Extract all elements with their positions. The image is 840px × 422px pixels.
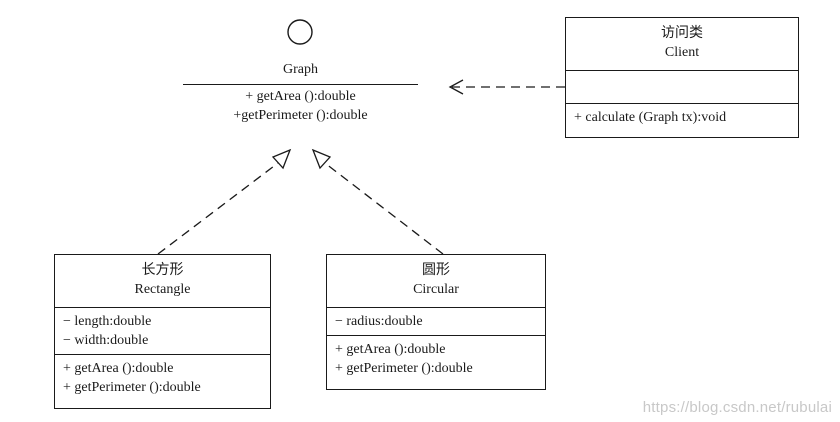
- dependency-arrowhead-icon: [448, 79, 464, 95]
- rectangle-class: 长方形 Rectangle − length:double − width:do…: [54, 254, 271, 409]
- interface-lollipop-icon: [287, 19, 313, 45]
- rectangle-operations: + getArea ():double + getPerimeter ():do…: [55, 354, 270, 401]
- circular-operation: + getPerimeter ():double: [335, 361, 473, 376]
- rectangle-attribute: − width:double: [63, 333, 149, 348]
- client-operation: + calculate (Graph tx):void: [574, 110, 727, 125]
- rectangle-title-cn: 长方形: [141, 263, 184, 278]
- client-class-title: 访问类 Client: [566, 18, 798, 71]
- graph-interface-name: Graph: [183, 60, 418, 85]
- realization-circular-graph: [320, 159, 444, 255]
- client-class: 访问类 Client + calculate (Graph tx):void: [565, 17, 799, 138]
- circular-operation: + getArea ():double: [335, 342, 446, 357]
- client-title-cn: 访问类: [661, 26, 703, 41]
- graph-operation: +getPerimeter ():double: [233, 108, 368, 123]
- rectangle-attributes: − length:double − width:double: [55, 308, 270, 354]
- circular-class-title: 圆形 Circular: [327, 255, 545, 308]
- rectangle-title-en: Rectangle: [134, 282, 191, 297]
- realization-rectangle-graph: [157, 159, 283, 255]
- graph-interface: Graph + getArea ():double +getPerimeter …: [183, 60, 418, 125]
- circular-title-cn: 圆形: [422, 263, 450, 278]
- circular-attribute: − radius:double: [335, 314, 423, 329]
- client-attributes: [566, 71, 798, 103]
- realization-arrowhead-rectangle-icon: [271, 148, 292, 170]
- rectangle-attribute: − length:double: [63, 314, 152, 329]
- rectangle-operation: + getPerimeter ():double: [63, 380, 201, 395]
- client-title-en: Client: [664, 45, 700, 60]
- rectangle-operation: + getArea ():double: [63, 361, 174, 376]
- realization-arrowhead-circular-icon: [311, 148, 332, 170]
- circular-title-en: Circular: [413, 282, 459, 297]
- circular-operations: + getArea ():double + getPerimeter ():do…: [327, 335, 545, 382]
- rectangle-class-title: 长方形 Rectangle: [55, 255, 270, 308]
- circular-attributes: − radius:double: [327, 308, 545, 335]
- client-operations: + calculate (Graph tx):void: [566, 103, 798, 131]
- circular-class: 圆形 Circular − radius:double + getArea ()…: [326, 254, 546, 390]
- watermark: https://blog.csdn.net/rubulai: [642, 399, 832, 416]
- graph-interface-operations: + getArea ():double +getPerimeter ():dou…: [183, 85, 418, 125]
- graph-operation: + getArea ():double: [245, 89, 356, 104]
